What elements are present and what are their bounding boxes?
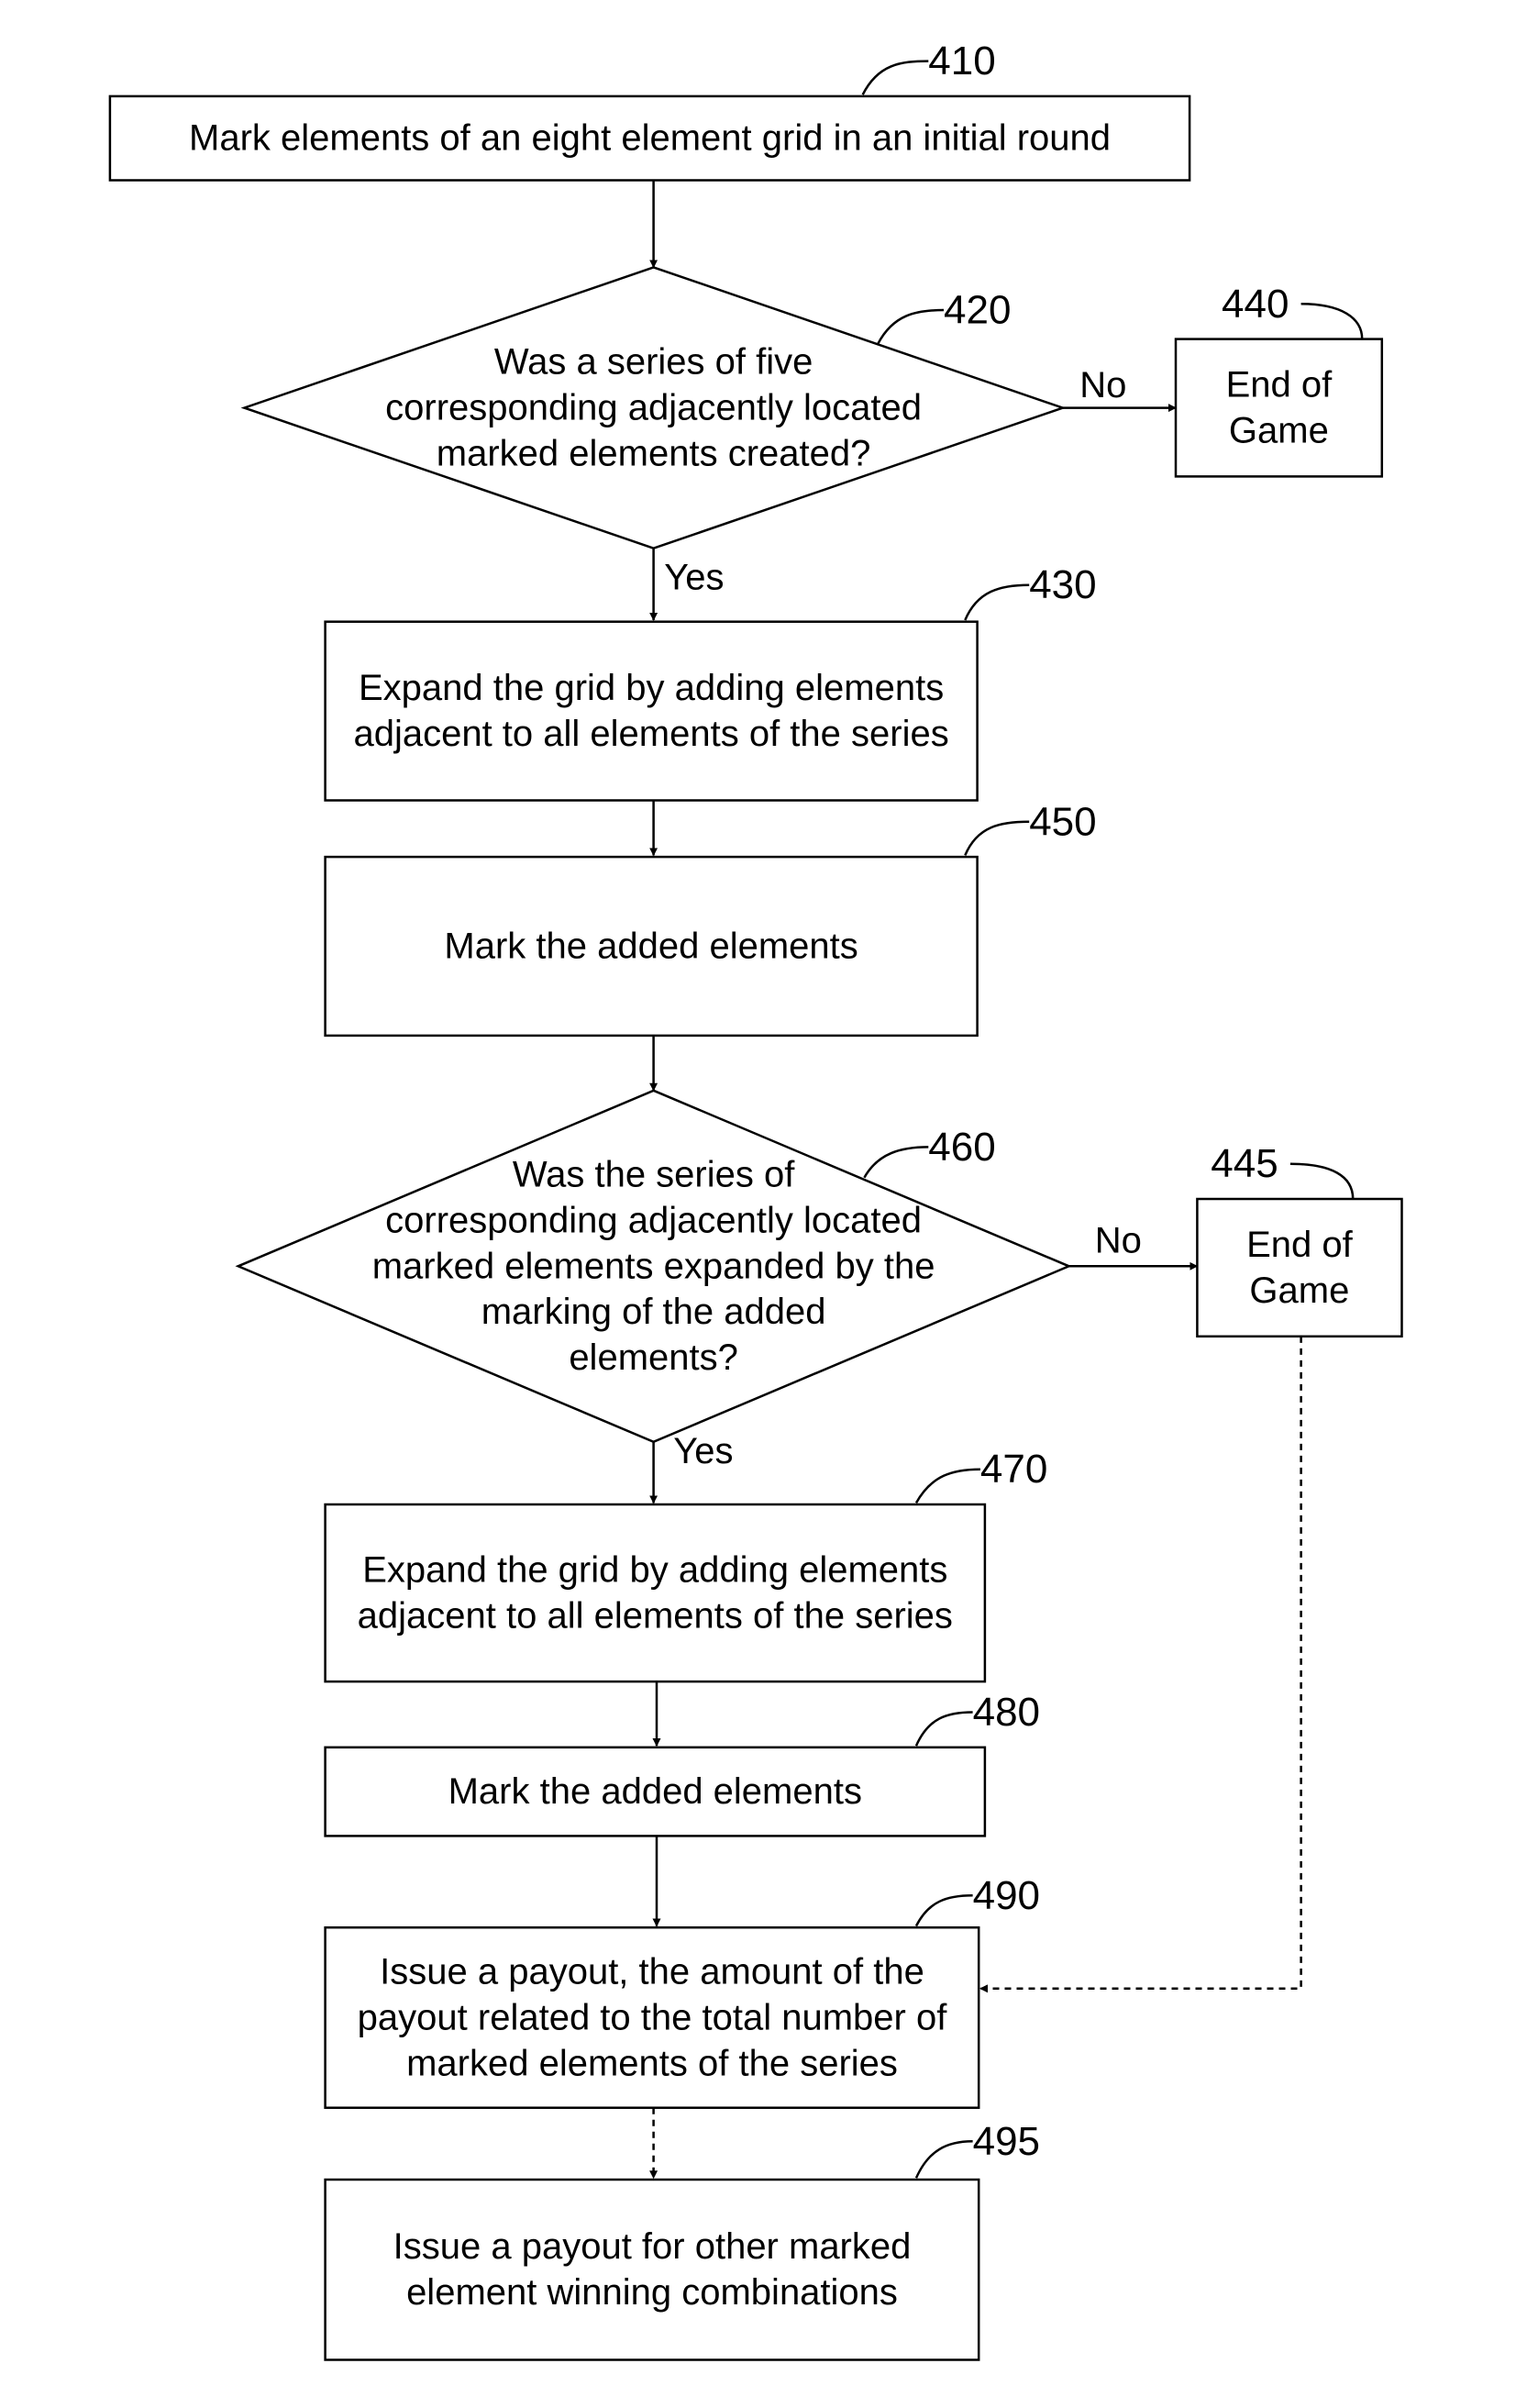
node-420: Was a series of five corresponding adjace… (244, 267, 1062, 548)
node-445: End of Game 445 (1197, 1141, 1401, 1337)
ref-number: 410 (928, 39, 995, 83)
node-text-line: Expand the grid by adding elements (359, 668, 944, 708)
node-text-line: Mark the added elements (448, 1771, 862, 1812)
process-box (326, 2180, 979, 2360)
ref-leader (1301, 304, 1363, 338)
node-450: Mark the added elements 450 (326, 799, 1097, 1036)
edge-label-yes: Yes (673, 1431, 733, 1471)
node-480: Mark the added elements 480 (326, 1690, 1040, 1836)
edge-460-445: No (1069, 1220, 1198, 1266)
node-text-line: Issue a payout, the amount of the (380, 1952, 924, 1992)
process-box (326, 622, 978, 801)
node-495: Issue a payout for other marked element w… (326, 2119, 1040, 2360)
ref-number: 460 (928, 1125, 995, 1170)
ref-number: 470 (980, 1447, 1047, 1492)
end-box (1176, 339, 1382, 477)
node-text-line: Issue a payout for other marked (393, 2226, 912, 2267)
node-text-line: adjacent to all elements of the series (358, 1596, 953, 1637)
node-text-line: payout related to the total number of (358, 1998, 948, 2038)
node-text-line: marking of the added (481, 1292, 826, 1332)
node-text-line: adjacent to all elements of the series (353, 714, 948, 754)
edge-420-440: No (1063, 365, 1176, 408)
ref-leader (863, 61, 929, 95)
node-text-line: End of (1226, 365, 1333, 405)
node-text-line: Expand the grid by adding elements (362, 1550, 947, 1591)
node-490: Issue a payout, the amount of the payout … (326, 1873, 1040, 2108)
node-text-line: marked elements expanded by the (372, 1246, 935, 1286)
ref-number: 440 (1222, 282, 1289, 327)
ref-leader (878, 310, 944, 344)
node-text-line: Was the series of (513, 1154, 795, 1194)
node-text-line: corresponding adjacently located (385, 1200, 922, 1240)
node-text-line: marked elements created? (437, 434, 871, 474)
node-text-line: Game (1229, 411, 1329, 451)
ref-number: 420 (944, 288, 1011, 333)
node-text-line: End of (1246, 1225, 1354, 1265)
ref-leader (965, 585, 1029, 620)
ref-number: 480 (973, 1690, 1040, 1735)
node-410: Mark elements of an eight element grid i… (110, 39, 1190, 180)
node-text-line: marked elements of the series (406, 2043, 898, 2083)
ref-number: 495 (973, 2119, 1040, 2164)
edge-label-yes: Yes (664, 558, 724, 598)
edge-label-no: No (1079, 365, 1126, 405)
node-440: End of Game 440 (1176, 282, 1382, 477)
node-text-line: Mark elements of an eight element grid i… (189, 118, 1111, 159)
node-460: Was the series of corresponding adjacentl… (238, 1091, 1069, 1442)
ref-leader (916, 1470, 980, 1504)
ref-number: 445 (1211, 1141, 1278, 1186)
node-430: Expand the grid by adding elements adjace… (326, 562, 1097, 800)
ref-leader (864, 1147, 928, 1177)
ref-number: 430 (1029, 562, 1096, 607)
ref-leader (916, 2141, 973, 2178)
ref-number: 450 (1029, 799, 1096, 844)
ref-leader (1290, 1164, 1353, 1199)
end-box (1197, 1199, 1401, 1337)
node-text-line: elements? (569, 1337, 738, 1378)
ref-number: 490 (973, 1873, 1040, 1918)
edge-label-no: No (1095, 1220, 1142, 1260)
ref-leader (916, 1713, 973, 1747)
node-text-line: Mark the added elements (444, 927, 858, 967)
node-text-line: Was a series of five (494, 342, 813, 383)
process-box (326, 1504, 985, 1681)
nodes: Mark elements of an eight element grid i… (110, 39, 1402, 2359)
edge-420-430: Yes (654, 549, 725, 620)
node-text-line: corresponding adjacently located (385, 388, 922, 428)
edge-460-470: Yes (654, 1431, 734, 1503)
ref-leader (965, 822, 1029, 856)
node-text-line: Game (1249, 1271, 1349, 1311)
ref-leader (916, 1895, 973, 1925)
node-text-line: element winning combinations (406, 2272, 898, 2313)
node-470: Expand the grid by adding elements adjace… (326, 1447, 1048, 1681)
